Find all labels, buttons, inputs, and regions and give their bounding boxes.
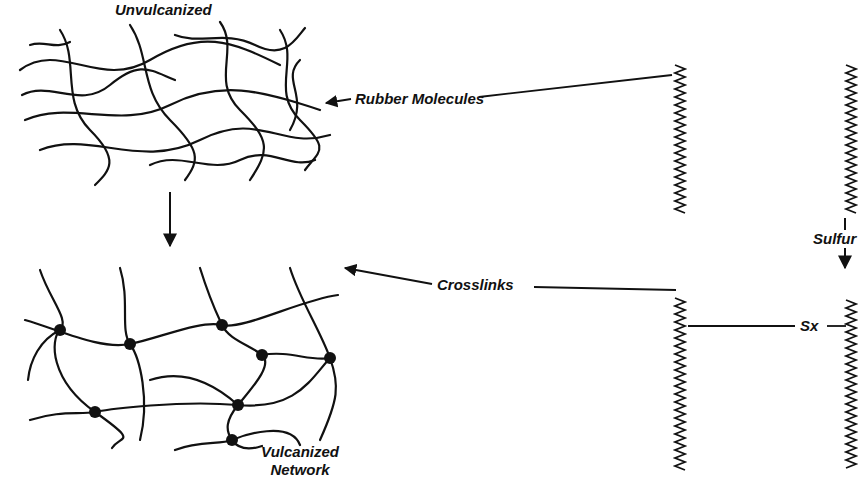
callout-label: Crosslinks [437, 276, 514, 294]
polymer-chain [846, 65, 856, 213]
rubber-tangle [20, 22, 330, 185]
polymer-chain [846, 300, 856, 468]
state-label: Vulcanized Network [250, 443, 350, 479]
polymer-chain [675, 65, 685, 213]
vulcanized-network [25, 268, 338, 450]
leader-line [326, 75, 846, 326]
polymer-chain [675, 65, 856, 470]
polymer-chain [675, 298, 685, 470]
crosslink-dot [54, 319, 336, 446]
title-label: Unvulcanized [115, 1, 212, 19]
reagent-label: Sulfur [811, 230, 858, 248]
crosslink-formula: Sx [798, 317, 820, 335]
process-arrow [169, 192, 171, 246]
callout-label: Rubber Molecules [355, 90, 484, 108]
